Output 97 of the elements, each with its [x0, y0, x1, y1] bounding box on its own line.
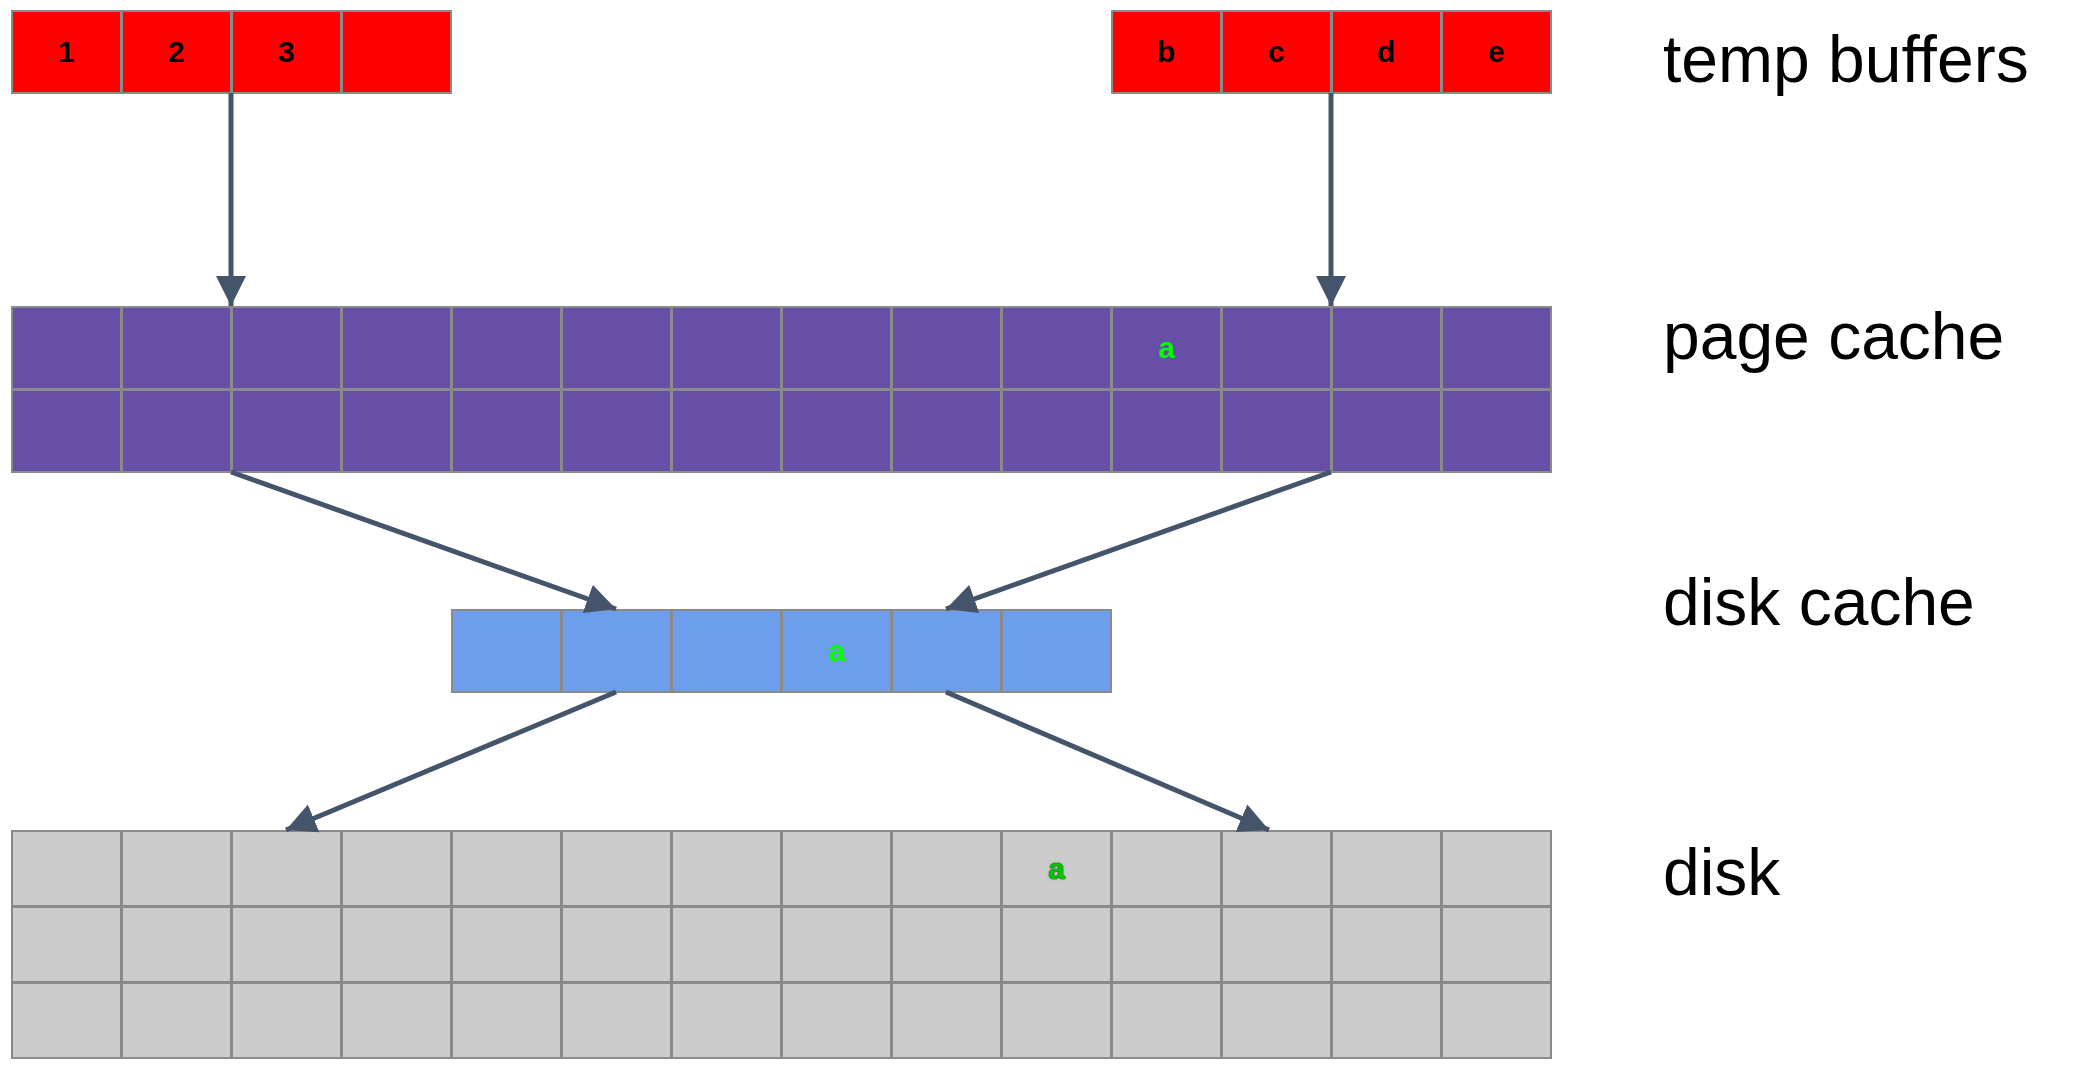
block-cell — [1111, 906, 1222, 983]
block-cell — [1221, 389, 1332, 473]
block-cell — [1001, 906, 1112, 983]
block-cell — [891, 306, 1002, 390]
block-cell — [341, 982, 452, 1059]
block-cell — [231, 306, 342, 390]
block-cell — [1111, 982, 1222, 1059]
block-cell — [891, 906, 1002, 983]
block-cell — [561, 389, 672, 473]
buffer-strip — [1111, 10, 1551, 93]
block-cell — [231, 830, 342, 907]
block-cell — [671, 389, 782, 473]
block-cell — [121, 306, 232, 390]
block-cell — [231, 982, 342, 1059]
block-cell — [671, 830, 782, 907]
block-cell — [1331, 830, 1442, 907]
block-cell — [341, 10, 452, 94]
row-label: disk cache — [1663, 569, 1975, 635]
block-cell — [1441, 830, 1552, 907]
block-cell — [781, 906, 892, 983]
block-cell — [341, 389, 452, 473]
block-cell: e — [1441, 10, 1552, 94]
block-cell — [561, 906, 672, 983]
block-cell — [121, 830, 232, 907]
block-cell — [451, 906, 562, 983]
arrow — [285, 689, 617, 833]
block-cell — [781, 389, 892, 473]
block-cell — [561, 306, 672, 390]
block-cell — [1441, 389, 1552, 473]
block-cell: a — [1001, 830, 1112, 907]
arrow — [230, 469, 617, 614]
block-cell — [1441, 906, 1552, 983]
block-cell — [11, 306, 122, 390]
block-cell — [671, 906, 782, 983]
arrow — [1316, 93, 1346, 306]
block-cell — [1331, 306, 1442, 390]
block-cell — [891, 389, 1002, 473]
block-cell — [781, 830, 892, 907]
block-cell — [451, 830, 562, 907]
block-cell: 2 — [121, 10, 232, 94]
block-cell — [561, 609, 672, 693]
block-cell — [1221, 982, 1332, 1059]
block-cell — [891, 609, 1002, 693]
block-cell — [1221, 306, 1332, 390]
block-cell — [1001, 609, 1112, 693]
cache-strip — [451, 609, 1111, 692]
block-cell — [341, 830, 452, 907]
block-cell — [781, 982, 892, 1059]
arrow — [945, 689, 1270, 833]
block-cell — [671, 982, 782, 1059]
block-cell: a — [1111, 306, 1222, 390]
block-cell — [341, 906, 452, 983]
block-cell — [1001, 982, 1112, 1059]
block-cell — [561, 830, 672, 907]
block-cell — [451, 306, 562, 390]
block-cell — [11, 830, 122, 907]
block-cell — [1441, 982, 1552, 1059]
block-cell — [341, 306, 452, 390]
block-cell: b — [1111, 10, 1222, 94]
block-cell: c — [1221, 10, 1332, 94]
block-cell: 3 — [231, 10, 342, 94]
block-cell — [121, 982, 232, 1059]
arrow — [945, 469, 1332, 614]
block-cell — [1331, 982, 1442, 1059]
cache-grid — [11, 306, 1551, 472]
block-cell — [1111, 389, 1222, 473]
disk-grid — [11, 830, 1551, 1058]
block-cell: d — [1331, 10, 1442, 94]
block-cell — [1331, 389, 1442, 473]
block-cell — [231, 906, 342, 983]
block-cell — [1331, 906, 1442, 983]
block-cell — [11, 982, 122, 1059]
block-cell — [451, 982, 562, 1059]
block-cell — [1001, 306, 1112, 390]
row-label: disk — [1663, 839, 1781, 905]
block-cell — [121, 389, 232, 473]
block-cell — [891, 982, 1002, 1059]
block-cell — [121, 906, 232, 983]
block-cell — [891, 830, 1002, 907]
block-cell — [11, 389, 122, 473]
block-cell — [561, 982, 672, 1059]
block-cell — [11, 906, 122, 983]
block-cell — [1111, 830, 1222, 907]
block-cell: 1 — [11, 10, 122, 94]
block-cell — [1221, 906, 1332, 983]
block-cell — [671, 609, 782, 693]
block-cell — [231, 389, 342, 473]
block-cell — [1001, 389, 1112, 473]
block-cell: a — [781, 609, 892, 693]
buffer-strip — [11, 10, 451, 93]
block-cell — [451, 389, 562, 473]
block-cell — [451, 609, 562, 693]
block-cell — [1441, 306, 1552, 390]
block-cell — [1221, 830, 1332, 907]
block-cell — [781, 306, 892, 390]
arrow — [216, 93, 246, 306]
block-cell — [671, 306, 782, 390]
